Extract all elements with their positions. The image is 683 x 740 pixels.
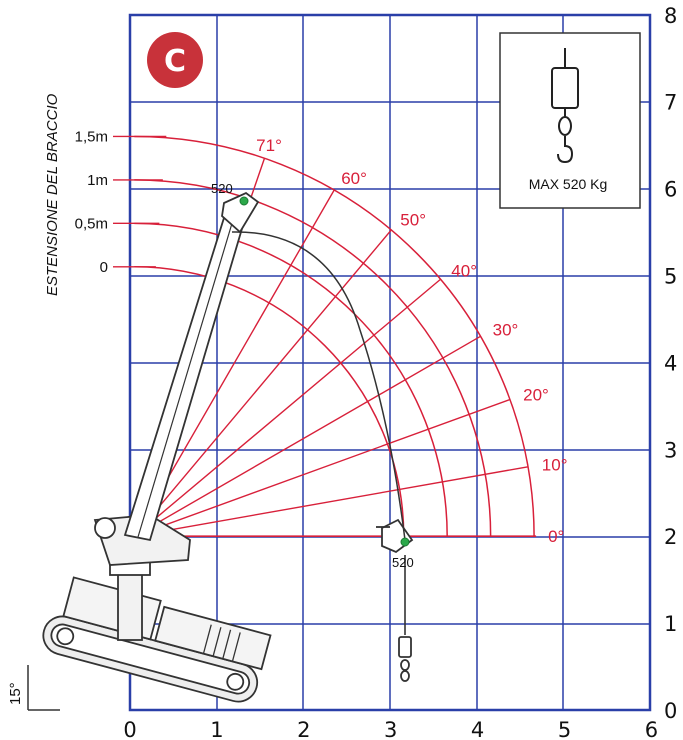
extension-levels: 1,5m 1m 0,5m 0 [75,128,167,276]
angle-ray [133,278,442,537]
angle-label: 40° [451,261,477,280]
reach-envelope: 71° 60° 50° 40° 30° 20° 10° 0° [133,135,568,546]
reach-arc [134,179,492,537]
crane-tracks [42,576,272,703]
tilt-label: 15° [7,682,24,705]
crane-machine [42,191,414,703]
angle-ray [133,335,481,537]
angle-label: 30° [493,320,519,339]
logo-letter: C [164,44,186,79]
angle-label: 50° [400,210,426,229]
angle-label: 20° [523,386,549,405]
angle-ray [134,398,511,537]
hook-icon [551,48,579,164]
load-label-top: 520 [211,181,233,196]
x-tick-label: 0 [123,718,136,740]
x-tick-label: 1 [210,718,223,740]
tilt-indicator: 15° [7,665,60,711]
extension-label: 0 [100,259,108,276]
x-axis-labels: 0 1 2 3 4 5 6 [123,718,658,740]
brand-logo: C [147,32,203,88]
load-point-right [400,537,410,547]
side-label: ESTENSIONE DEL BRACCIO [44,93,61,296]
angle-ray [133,229,392,537]
load-label-right: 520 [392,555,414,570]
x-tick-label: 2 [297,718,310,740]
extension-label: 0,5m [75,215,108,232]
y-tick-label: 6 [664,178,677,202]
angle-label: 10° [542,455,568,474]
y-tick-label: 8 [664,4,677,28]
x-tick-label: 5 [558,718,571,740]
x-tick-label: 6 [645,718,658,740]
load-point-top [239,196,249,206]
y-axis-labels: 0 1 2 3 4 5 6 7 8 [664,4,677,723]
capacity-text: MAX 520 Kg [529,176,608,192]
reach-arc [134,135,535,537]
y-tick-label: 2 [664,525,677,549]
extension-label: 1m [87,172,108,189]
extension-label: 1,5m [75,128,108,145]
y-tick-label: 0 [664,699,677,723]
x-tick-label: 4 [471,718,484,740]
x-tick-label: 3 [384,718,397,740]
angle-label: 0° [548,527,564,546]
reach-arc [134,266,405,537]
y-tick-label: 3 [664,438,677,462]
y-tick-label: 7 [664,91,677,115]
angle-ray [134,466,529,537]
y-tick-label: 1 [664,612,677,636]
angle-label: 71° [256,136,282,155]
y-tick-label: 5 [664,265,677,289]
angle-label: 60° [341,169,367,188]
capacity-box: MAX 520 Kg [499,32,641,209]
y-tick-label: 4 [664,351,677,375]
